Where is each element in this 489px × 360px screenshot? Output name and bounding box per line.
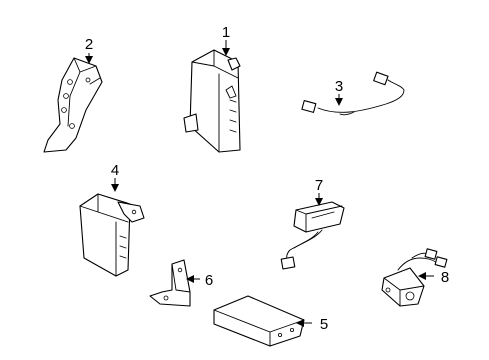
callout-2: 2 xyxy=(85,36,93,53)
callout-4: 4 xyxy=(111,162,119,179)
part-3-wire-harness xyxy=(301,71,405,116)
part-5-flat-module xyxy=(213,295,305,347)
leader-arrows xyxy=(85,40,434,327)
part-7-sensor xyxy=(280,201,345,270)
part-2-bracket xyxy=(43,57,103,153)
callout-3: 3 xyxy=(335,78,343,95)
callout-1: 1 xyxy=(222,24,230,41)
callout-8: 8 xyxy=(441,269,449,286)
callout-5: 5 xyxy=(320,316,328,333)
callout-labels: 1 2 3 4 5 6 7 8 xyxy=(85,24,449,333)
part-8-camera xyxy=(381,248,448,307)
part-6-bracket xyxy=(149,259,191,307)
part-4-control-module xyxy=(79,193,145,277)
callout-6: 6 xyxy=(205,272,213,289)
part-1-control-module xyxy=(183,49,241,153)
callout-7: 7 xyxy=(315,177,323,194)
